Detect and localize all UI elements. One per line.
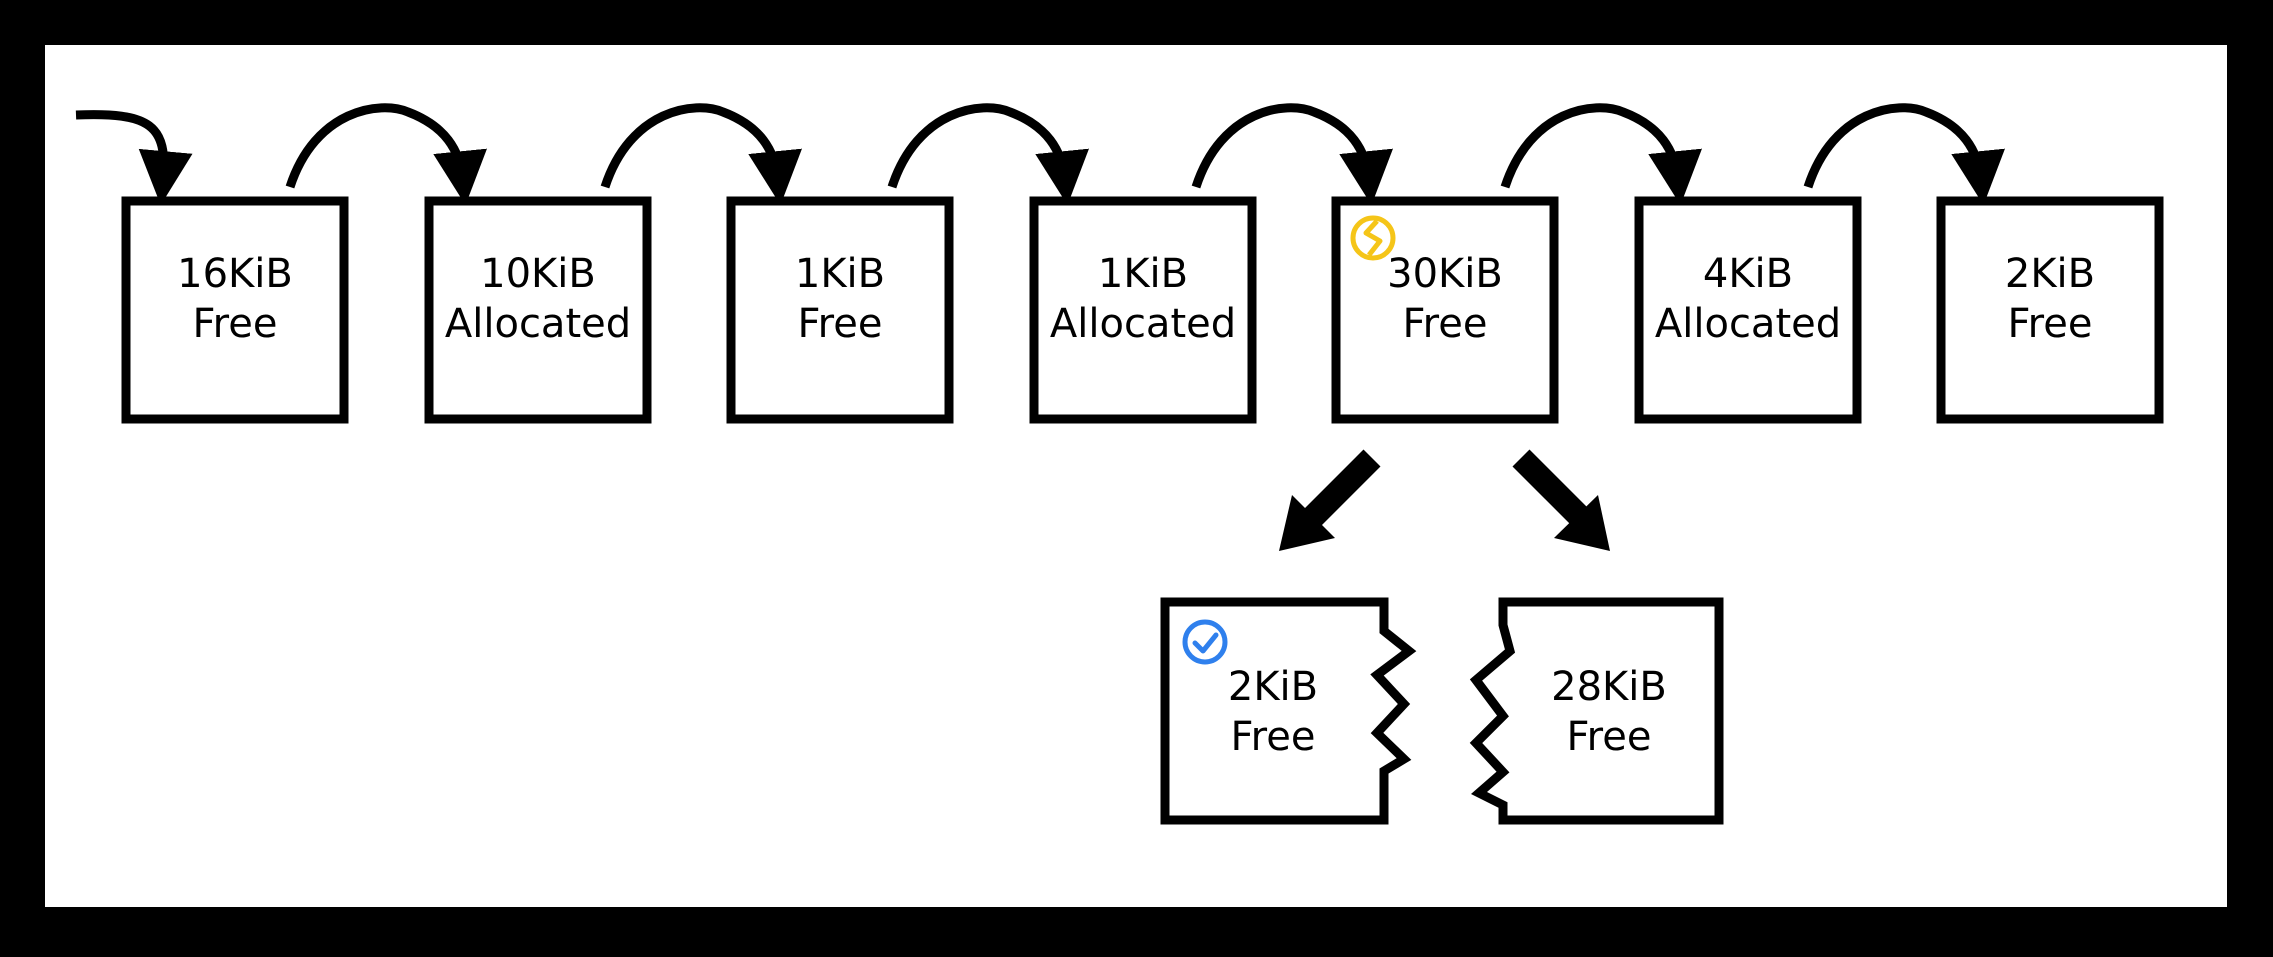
next-arrow: [1500, 103, 1702, 206]
memory-block: 2KiB Free: [1936, 196, 2164, 424]
block-size: 2KiB: [1228, 664, 1318, 710]
split-piece-left: 2KiB Free: [1160, 597, 1417, 825]
block-size: 1KiB: [1098, 251, 1188, 297]
next-arrow: [285, 103, 487, 206]
block-size: 4KiB: [1703, 251, 1793, 297]
block-status: Allocated: [445, 301, 631, 347]
memory-block-selected: 30KiB Free: [1331, 196, 1559, 424]
next-arrow: [1803, 103, 2005, 206]
split-arrow-right: [1512, 449, 1610, 551]
block-size: 30KiB: [1387, 251, 1503, 297]
block-status: Allocated: [1050, 301, 1236, 347]
torn-split-icon: [1350, 215, 1396, 261]
block-size: 1KiB: [795, 251, 885, 297]
inner-canvas: [45, 45, 2227, 907]
block-status: Free: [1567, 714, 1652, 760]
block-size: 28KiB: [1551, 664, 1667, 710]
block-status: Allocated: [1655, 301, 1841, 347]
block-size: 2KiB: [2005, 251, 2095, 297]
block-status: Free: [1403, 301, 1488, 347]
memory-block: 10KiB Allocated: [424, 196, 652, 424]
block-size: 16KiB: [177, 251, 293, 297]
block-status: Free: [193, 301, 278, 347]
block-status: Free: [798, 301, 883, 347]
split-arrow-left: [1279, 449, 1381, 551]
checkmark-icon: [1182, 619, 1228, 665]
split-piece-right: 28KiB Free: [1469, 597, 1724, 825]
memory-block: 16KiB Free: [121, 196, 349, 424]
block-status: Free: [1231, 714, 1316, 760]
memory-block: 1KiB Free: [726, 196, 954, 424]
next-arrow: [600, 103, 802, 206]
block-status: Free: [2008, 301, 2093, 347]
list-head-arrow: [75, 110, 193, 206]
next-arrow: [1191, 103, 1393, 206]
block-size: 10KiB: [480, 251, 596, 297]
memory-block: 4KiB Allocated: [1634, 196, 1862, 424]
block-row: 16KiB Free 10KiB Allocated 1KiB Free 1Ki…: [121, 196, 2164, 424]
next-pointer-arrows: [285, 103, 2005, 206]
next-arrow: [887, 103, 1089, 206]
memory-block: 1KiB Allocated: [1029, 196, 1257, 424]
